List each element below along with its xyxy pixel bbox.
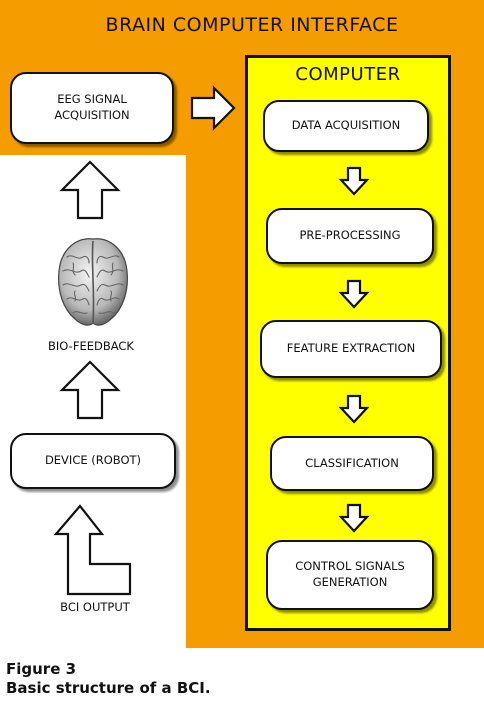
computer-title: COMPUTER [245, 64, 451, 85]
bio-feedback-label: BIO-FEEDBACK [0, 339, 182, 353]
stage-pre-processing: PRE-PROCESSING [266, 208, 434, 264]
arrow-up-icon [60, 360, 120, 420]
stage-control-signals-generation: CONTROL SIGNALS GENERATION [266, 540, 434, 610]
arrow-down-icon [339, 394, 369, 424]
device-robot-box: DEVICE (ROBOT) [10, 433, 176, 489]
figure-caption: Figure 3 Basic structure of a BCI. [6, 660, 211, 698]
arrow-up-icon [60, 160, 120, 220]
stage-feature-extraction: FEATURE EXTRACTION [260, 320, 442, 378]
figure-caption-text: Basic structure of a BCI. [6, 679, 211, 698]
bci-output-label: BCI OUTPUT [0, 600, 190, 614]
arrow-down-icon [339, 503, 369, 533]
diagram-title: BRAIN COMPUTER INTERFACE [0, 14, 484, 36]
arrow-down-icon [339, 279, 369, 309]
eeg-signal-acquisition-box: EEG SIGNAL ACQUISITION [10, 72, 174, 144]
arrow-down-icon [339, 166, 369, 196]
arrow-right-icon [190, 86, 236, 130]
brain-icon [53, 233, 133, 331]
stage-data-acquisition: DATA ACQUISITION [263, 100, 429, 152]
stage-classification: CLASSIFICATION [270, 436, 434, 491]
figure-number: Figure 3 [6, 660, 211, 679]
bent-arrow-icon [54, 504, 134, 596]
